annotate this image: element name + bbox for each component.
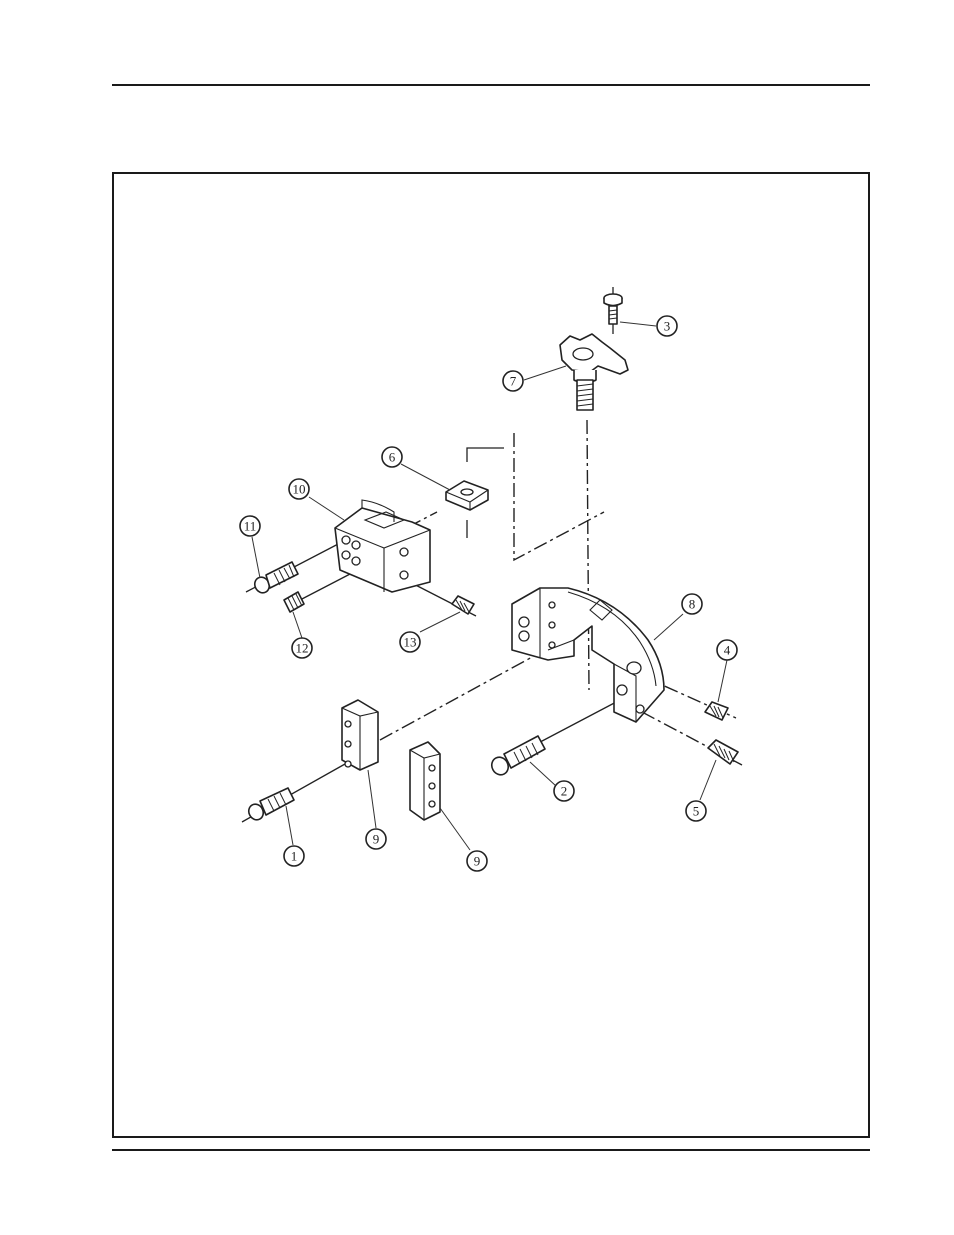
callout-4-label: 4 [724, 643, 731, 658]
callout-6: 6 [382, 447, 402, 467]
callout-11: 11 [240, 516, 260, 536]
part-6-nut [446, 481, 488, 510]
callout-3: 3 [657, 316, 677, 336]
callout-7: 7 [503, 371, 523, 391]
callout-11-label: 11 [244, 519, 257, 534]
part-2-cap-screw [489, 736, 545, 778]
callout-1: 1 [284, 846, 304, 866]
callout-6-label: 6 [389, 450, 396, 465]
callout-10-label: 10 [293, 482, 306, 497]
callout-2-label: 2 [561, 784, 568, 799]
part-9-clamp-plate-upper [342, 700, 378, 770]
leader-lines [252, 322, 727, 850]
callout-13: 13 [400, 632, 420, 652]
callout-12: 12 [292, 638, 312, 658]
part-8-main-bracket [512, 588, 664, 722]
assembly-axes [242, 287, 742, 822]
callout-9-lower: 9 [467, 851, 487, 871]
callout-9-lower-label: 9 [474, 854, 481, 869]
part-11-cap-screw [252, 562, 298, 595]
part-4-set-screw [705, 702, 728, 720]
callout-12-label: 12 [296, 641, 309, 656]
part-12-set-screw [284, 592, 304, 612]
callout-1-label: 1 [291, 849, 298, 864]
callout-7-label: 7 [510, 374, 517, 389]
part-1-cap-screw [246, 788, 294, 822]
callout-3-label: 3 [664, 319, 671, 334]
part-5-set-screw [708, 740, 738, 764]
callout-9-upper: 9 [366, 829, 386, 849]
part-3-screw [604, 294, 622, 324]
callout-9-upper-label: 9 [373, 832, 380, 847]
part-10-block [335, 500, 430, 592]
callout-4: 4 [717, 640, 737, 660]
callout-8-label: 8 [689, 597, 696, 612]
part-13-set-screw [452, 596, 474, 614]
callout-5-label: 5 [693, 804, 700, 819]
part-7-gear-stud [560, 334, 628, 410]
callout-2: 2 [554, 781, 574, 801]
callout-13-label: 13 [404, 635, 417, 650]
callout-10: 10 [289, 479, 309, 499]
callout-5: 5 [686, 801, 706, 821]
callout-8: 8 [682, 594, 702, 614]
part-9-clamp-plate-lower [410, 742, 440, 820]
